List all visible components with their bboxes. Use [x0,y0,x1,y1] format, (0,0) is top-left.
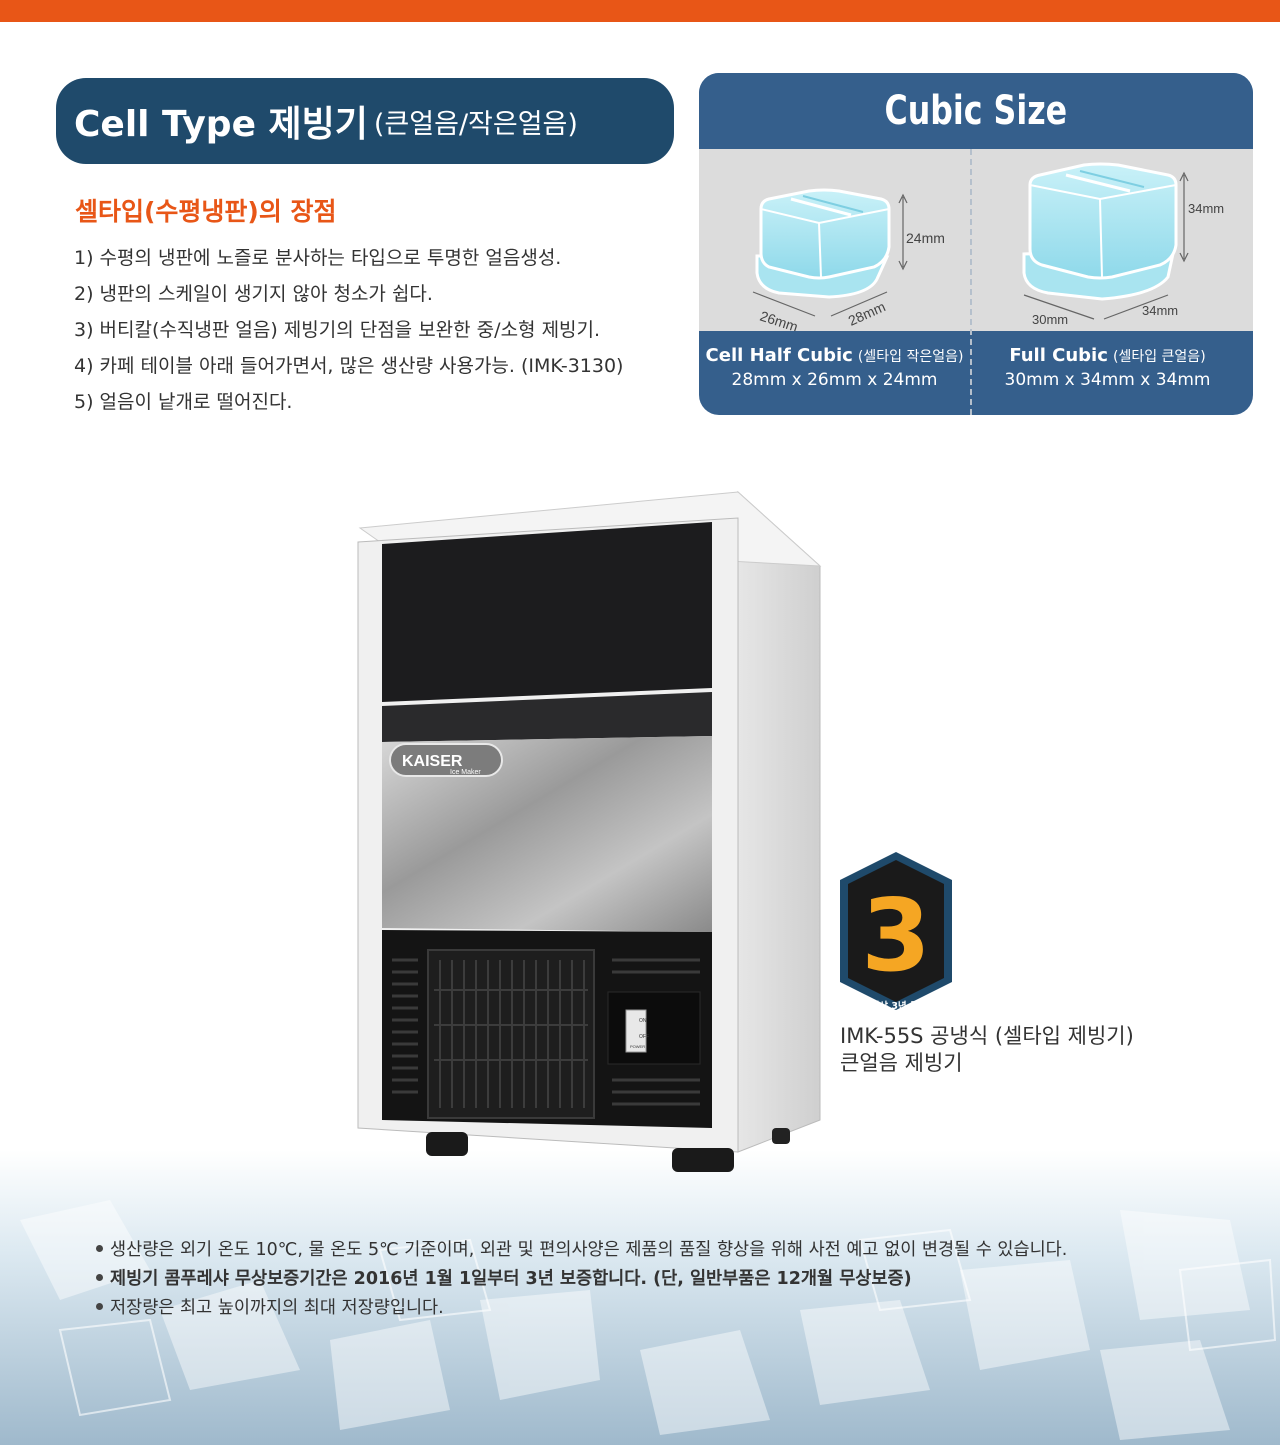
full-cubic-dims: 30mm x 34mm x 34mm [1004,370,1211,390]
switch-off-label: OFF [639,1034,649,1040]
advantages-list: 1) 수평의 냉판에 노즐로 분사하는 타입으로 투명한 얼음생성. 2) 냉판… [74,240,623,420]
bullet-dot-icon [96,1244,103,1252]
product-model: IMK-55S 공냉식 (셀타입 제빙기) 큰얼음 제빙기 [840,1023,1134,1077]
section-title-pill: Cell Type 제빙기 (큰얼음/작은얼음) [56,78,674,164]
brand-subtitle: Ice Maker [450,769,481,776]
advantage-item: 1) 수평의 냉판에 노즐로 분사하는 타입으로 투명한 얼음생성. [74,247,562,269]
footnotes: 생산량은 외기 온도 10℃, 물 온도 5℃ 기준이며, 외관 및 편의사양은… [96,1236,1067,1323]
product-type-line: 큰얼음 제빙기 [840,1051,963,1075]
warranty-years: 3 [861,877,931,994]
full-cubic-name: Full Cubic [1009,345,1108,366]
bullet-dot-icon [96,1302,103,1310]
full-height-label: 34mm [1188,201,1224,216]
cubic-size-panel: Cubic Size 24mm [699,73,1253,415]
half-cubic-dims: 28mm x 26mm x 24mm [731,370,938,390]
brand-logo: KAISER [402,753,463,770]
cubic-size-header: Cubic Size [699,73,1253,149]
product-model-line: IMK-55S 공냉식 (셀타입 제빙기) [840,1024,1134,1048]
full-depth-label: 34mm [1142,303,1178,318]
advantage-item: 5) 얼음이 낱개로 떨어진다. [74,391,293,413]
footnote-text: 생산량은 외기 온도 10℃, 물 온도 5℃ 기준이며, 외관 및 편의사양은… [110,1240,1068,1260]
half-cubic-note: (셀타입 작은얼음) [857,349,964,365]
warranty-caption: 컴프레샤 3년 무상보증 [853,1001,945,1012]
footnote-text: 제빙기 콤푸레샤 무상보증기간은 2016년 1월 1일부터 3년 보증합니다.… [110,1269,912,1289]
half-width-label: 26mm [758,308,800,331]
half-height-label: 24mm [906,230,945,246]
full-cubic-note: (셀타입 큰얼음) [1113,349,1206,365]
half-cubic-ice-illustration: 24mm 26mm 28mm [752,188,945,331]
cubic-illustration-area: 24mm 26mm 28mm 34mm [699,149,1253,331]
half-cubic-label: Cell Half Cubic (셀타입 작은얼음) 28mm x 26mm x… [699,345,970,390]
warranty-badge: 3 [840,852,952,1010]
full-width-label: 30mm [1032,312,1068,327]
footnote-item: 제빙기 콤푸레샤 무상보증기간은 2016년 1월 1일부터 3년 보증합니다.… [96,1265,1067,1294]
advantage-item: 4) 카페 테이블 아래 들어가면서, 많은 생산량 사용가능. (IMK-31… [74,355,624,377]
half-cubic-name: Cell Half Cubic [705,345,853,366]
advantage-item: 2) 냉판의 스케일이 생기지 않아 청소가 쉽다. [74,283,433,305]
advantage-item: 3) 버티칼(수직냉판 얼음) 제빙기의 단점을 보완한 중/소형 제빙기. [74,319,601,341]
cubic-size-title: Cubic Size [884,88,1068,134]
section-subtitle: (큰얼음/작은얼음) [373,108,578,140]
footnote-item: 저장량은 최고 높이까지의 최대 저장량입니다. [96,1294,1067,1323]
bullet-dot-icon [96,1273,103,1281]
full-cubic-label: Full Cubic (셀타입 큰얼음) 30mm x 34mm x 34mm [972,345,1243,390]
switch-on-label: ON [639,1018,647,1024]
full-cubic-ice-illustration: 34mm 30mm 34mm [1022,162,1224,327]
half-depth-label: 28mm [846,298,888,328]
ice-background [0,1150,1280,1445]
ice-maker-machine: KAISER Ice Maker ON OFF POWER [357,490,822,1172]
top-accent-bar [0,0,1280,22]
footnote-text: 저장량은 최고 높이까지의 최대 저장량입니다. [110,1298,444,1318]
section-title: Cell Type 제빙기 [74,104,368,145]
footnote-item: 생산량은 외기 온도 10℃, 물 온도 5℃ 기준이며, 외관 및 편의사양은… [96,1236,1067,1265]
cubic-divider [970,149,972,415]
advantages-heading: 셀타입(수평냉판)의 장점 [75,197,337,226]
switch-power-label: POWER [630,1044,645,1049]
